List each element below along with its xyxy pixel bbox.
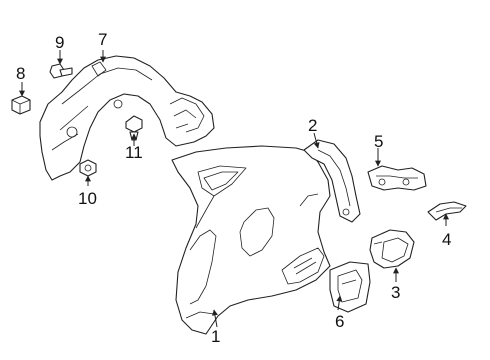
callout-8: 8 <box>16 64 25 83</box>
small-bracket-part <box>427 201 467 221</box>
clip-part <box>11 95 31 115</box>
bracket-part <box>303 139 361 223</box>
leader-6 <box>336 295 343 311</box>
nut-part <box>79 159 97 177</box>
callout-3: 3 <box>391 283 400 302</box>
leader-1 <box>211 309 218 328</box>
reinforcement-part <box>367 165 427 191</box>
callout-10: 10 <box>78 189 97 208</box>
bolt-part <box>49 63 73 79</box>
callout-4: 4 <box>442 230 451 249</box>
leader-2 <box>313 132 320 149</box>
callout-11: 11 <box>125 143 143 162</box>
callout-7: 7 <box>98 30 107 49</box>
fuel-door-part <box>369 229 415 269</box>
callout-9: 9 <box>55 33 64 52</box>
callout-5: 5 <box>374 132 383 151</box>
fuel-housing-part <box>329 261 371 313</box>
callout-1: 1 <box>211 327 220 346</box>
callout-6: 6 <box>335 312 344 331</box>
quarter-panel-part <box>171 145 331 335</box>
callout-2: 2 <box>308 116 317 135</box>
wheelhouse-liner-part <box>39 55 215 181</box>
